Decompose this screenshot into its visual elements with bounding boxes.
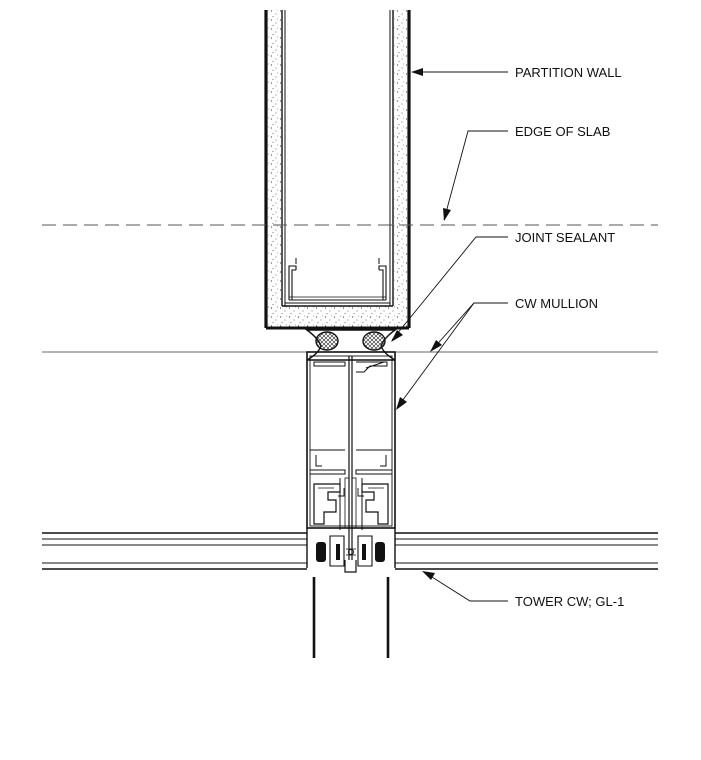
leader-joint-sealant: [391, 236, 508, 342]
label-edge-of-slab: EDGE OF SLAB: [515, 124, 610, 139]
backer-rod-left: [315, 331, 339, 351]
leader-cw-mullion: [396, 302, 508, 410]
label-joint-sealant: JOINT SEALANT: [515, 230, 615, 245]
leader-tower-cw: [422, 571, 508, 602]
cw-mullion: [306, 351, 396, 573]
glass-unit-left: [42, 532, 307, 570]
label-tower-cw: TOWER CW; GL-1: [515, 594, 624, 609]
glass-unit-right: [395, 532, 658, 570]
backer-rod-right: [362, 331, 386, 351]
leader-partition-wall: [411, 68, 508, 76]
gypsum-board-left: [266, 10, 282, 310]
label-cw-mullion: CW MULLION: [515, 296, 598, 311]
leader-edge-of-slab: [443, 130, 508, 221]
label-partition-wall: PARTITION WALL: [515, 65, 622, 80]
joint-sealant: [304, 329, 398, 361]
gypsum-board-bottom: [266, 306, 409, 328]
gasket-right: [375, 542, 385, 562]
gasket-left: [316, 542, 326, 562]
gypsum-board-right: [393, 10, 409, 310]
stud-track: [288, 258, 387, 301]
partition-wall: [264, 10, 411, 330]
